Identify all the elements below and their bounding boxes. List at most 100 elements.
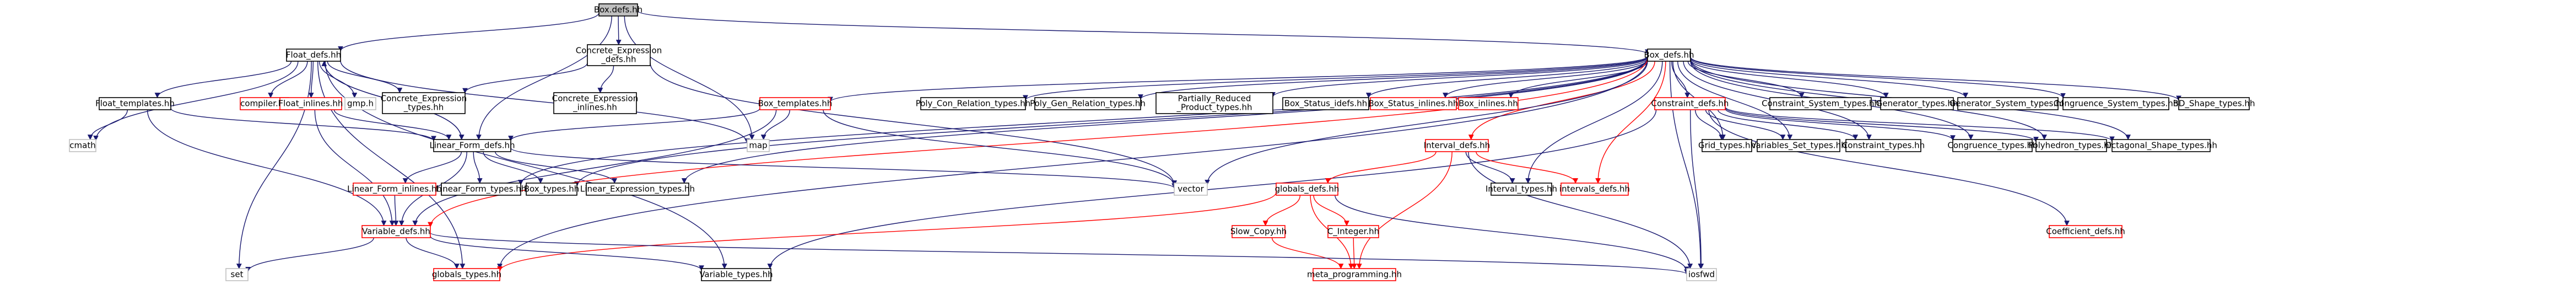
node-label: Partially_Reduced — [1178, 94, 1251, 104]
node-concrete-expr-inlines[interactable]: Concrete_Expression_inlines.hh — [552, 92, 639, 114]
edge-box-defs-top-to-box-defs — [637, 10, 1650, 55]
node-bd-shape-types[interactable]: BD_Shape_types.hh — [2173, 97, 2255, 110]
node-box — [1560, 183, 1629, 196]
node-box-defs[interactable]: Box_defs.hh — [1644, 49, 1694, 62]
node-box-defs-top[interactable]: Box.defs.hh — [594, 3, 642, 17]
node-poly-gen-relation[interactable]: Poly_Gen_Relation_types.hh — [1030, 97, 1146, 110]
node-iosfwd[interactable]: iosfwd — [1686, 268, 1717, 281]
node-linear-expression-types[interactable]: Linear_Expression_types.hh — [580, 183, 695, 196]
node-box — [1276, 183, 1338, 196]
node-label: Congruence_types.hh — [1947, 141, 2037, 151]
node-congruence-types[interactable]: Congruence_types.hh — [1947, 139, 2038, 152]
node-variables-set-types[interactable]: Variables_Set_types.hh — [1751, 139, 1846, 152]
node-intervals-defs[interactable]: intervals_defs.hh — [1559, 183, 1630, 196]
node-box-templates[interactable]: Box_templates.hh — [758, 97, 833, 110]
edge-box-defs-to-linear-form-types — [518, 57, 1648, 185]
node-box — [353, 183, 436, 196]
node-box-types[interactable]: Box_types.hh — [524, 183, 580, 196]
node-box-status-inlines[interactable]: Box_Status_inlines.hh — [1368, 97, 1459, 110]
edge-variable-defs-to-iosfwd — [430, 232, 1689, 275]
node-constraint-defs[interactable]: Constraint_defs.hh — [1651, 97, 1729, 110]
edge-box-defs-to-vector — [1205, 61, 1648, 185]
node-variable-defs[interactable]: Variable_defs.hh — [361, 225, 431, 238]
node-poly-con-relation[interactable]: Poly_Con_Relation_types.hh — [916, 97, 1031, 110]
node-label: intervals_defs.hh — [1559, 184, 1630, 195]
node-label: Poly_Gen_Relation_types.hh — [1030, 99, 1146, 109]
node-interval-types[interactable]: Interval_types.hh — [1486, 183, 1557, 196]
node-label: Polyhedron_types.hh — [2028, 141, 2114, 151]
node-label: _Product_types.hh — [1176, 103, 1252, 113]
node-vector[interactable]: vector — [1174, 183, 1208, 196]
edge-variable-defs-to-variable-types — [430, 235, 704, 271]
node-generator-system-types[interactable]: Generator_System_types.hh — [1949, 97, 2066, 110]
node-grid-types[interactable]: Grid_types.hh — [1698, 139, 1756, 152]
node-label: Concrete_Expression — [552, 94, 639, 104]
edge-box-defs-to-partially-reduced — [1270, 57, 1648, 98]
edge-box-defs-top-to-map — [624, 15, 755, 140]
node-linear-form-types[interactable]: Linear_Form_types.hh — [436, 183, 527, 196]
node-label: Linear_Form_defs.hh — [429, 141, 515, 151]
edge-linear-form-inlines-to-variable-defs — [393, 195, 399, 226]
node-box — [1370, 97, 1457, 110]
node-box — [441, 183, 521, 196]
node-label: Variable_types.hh — [699, 270, 773, 280]
edge-constraint-defs-to-variable-types — [767, 109, 1657, 269]
edge-constraint-defs-to-variables-set-types — [1705, 109, 1786, 140]
node-slow-copy[interactable]: Slow_Copy.hh — [1230, 225, 1287, 238]
node-variable-types[interactable]: Variable_types.hh — [699, 268, 773, 281]
node-box — [747, 139, 770, 152]
node-box — [587, 44, 651, 66]
node-polyhedron-types[interactable]: Polyhedron_types.hh — [2028, 139, 2114, 152]
node-gmp[interactable]: gmp.h — [344, 97, 376, 110]
node-linear-form-inlines[interactable]: Linear_Form_inlines.hh — [347, 183, 442, 196]
node-coefficient-defs[interactable]: Coefficient_defs.hh — [2046, 225, 2125, 238]
node-box — [69, 139, 96, 152]
node-box — [1845, 139, 1921, 152]
edge-linear-form-defs-to-linear-expression-types — [495, 151, 618, 184]
node-float-inlines[interactable]: Float_inlines.hh — [279, 97, 343, 110]
edge-float-inlines-to-variable-defs — [314, 109, 395, 226]
node-compiler[interactable]: compiler.hh — [240, 97, 289, 110]
node-label: _defs.hh — [601, 55, 636, 65]
node-c-integer[interactable]: C_Integer.hh — [1327, 225, 1379, 238]
node-box — [1952, 139, 2033, 152]
edge-box-templates-to-vector — [823, 109, 1177, 186]
node-partially-reduced[interactable]: Partially_Reduced_Product_types.hh — [1155, 92, 1273, 114]
node-box-inlines[interactable]: Box_inlines.hh — [1458, 97, 1519, 110]
node-globals-types[interactable]: globals_types.hh — [432, 268, 501, 281]
node-map[interactable]: map — [747, 139, 770, 152]
edge-float-defs-to-set — [236, 61, 312, 269]
node-label: Generator_types.hh — [1876, 99, 1958, 109]
node-box-status-idefs[interactable]: Box_Status_idefs.hh — [1282, 97, 1369, 110]
node-box — [1654, 97, 1726, 110]
node-box — [1490, 183, 1552, 196]
node-generator-types[interactable]: Generator_types.hh — [1876, 97, 1958, 110]
node-octagonal-shape-types[interactable]: Octagonal_Shape_types.hh — [2105, 139, 2217, 152]
node-box — [2035, 139, 2107, 152]
edge-globals-defs-to-c-integer — [1313, 195, 1349, 226]
node-globals-defs[interactable]: globals_defs.hh — [1275, 183, 1340, 196]
node-float-defs[interactable]: Float_defs.hh — [286, 49, 341, 62]
node-concrete-expr-defs[interactable]: Concrete_Expression_defs.hh — [576, 44, 662, 66]
node-congruence-system-types[interactable]: Congruence_System_types.hh — [2054, 97, 2179, 110]
edge-box-defs-to-box-status-idefs — [1366, 58, 1648, 98]
node-meta-programming[interactable]: meta_programming.hh — [1307, 268, 1402, 281]
node-linear-form-defs[interactable]: Linear_Form_defs.hh — [429, 139, 515, 152]
node-interval-defs[interactable]: Interval_defs.hh — [1424, 139, 1490, 152]
edge-variable-defs-to-set — [245, 237, 374, 272]
node-box — [598, 3, 638, 17]
node-cmath[interactable]: cmath — [69, 139, 96, 152]
node-box — [2111, 139, 2211, 152]
node-float-templates[interactable]: Float_templates.hh — [95, 97, 175, 110]
edge-box-defs-to-variables-set-types — [1677, 61, 1793, 140]
node-label: Box_inlines.hh — [1459, 99, 1518, 109]
node-label: Linear_Form_types.hh — [436, 184, 527, 195]
node-set[interactable]: set — [225, 268, 249, 281]
edge-interval-defs-to-interval-types — [1465, 151, 1515, 184]
node-constraint-types[interactable]: Constraint_types.hh — [1842, 139, 1925, 152]
node-concrete-expr-types[interactable]: Concrete_Expression_types.hh — [381, 92, 467, 114]
node-constraint-system-types[interactable]: Constraint_System_types.hh — [1762, 97, 1880, 110]
node-label: Linear_Expression_types.hh — [580, 184, 695, 195]
node-box — [1769, 97, 1872, 110]
